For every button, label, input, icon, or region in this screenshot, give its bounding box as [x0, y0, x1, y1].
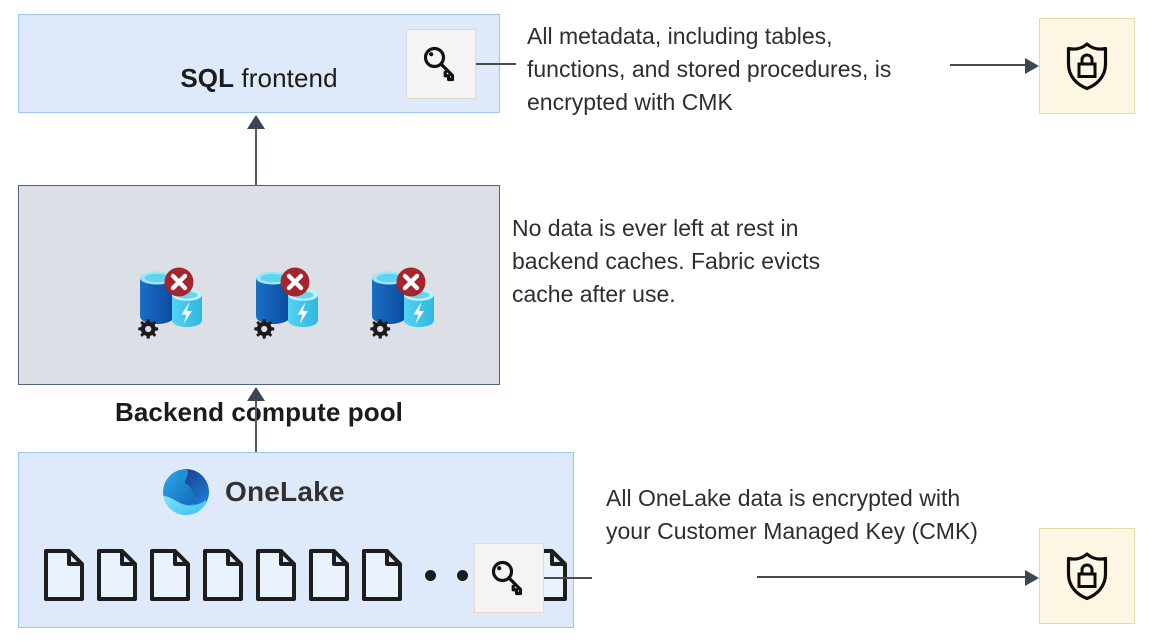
file-icon	[362, 549, 402, 601]
onelake-to-backend-line	[255, 400, 257, 452]
shield-lock-icon	[1066, 42, 1108, 91]
compute-node-icon	[244, 262, 330, 342]
onelake-shield-arrowhead	[1025, 570, 1039, 586]
database-cache-evicted-icon	[254, 267, 318, 339]
sql-key-connector-line	[476, 63, 516, 65]
file-icon	[97, 549, 137, 601]
onelake-brand: OneLake	[160, 466, 345, 518]
sql-frontend-title-strong: SQL	[180, 63, 235, 93]
key-notch-dot	[429, 52, 434, 57]
database-cache-evicted-icon	[370, 267, 434, 339]
ellipsis-dot	[457, 569, 468, 581]
file-icon	[203, 549, 243, 601]
onelake-key-connector-line	[544, 577, 592, 579]
sql-frontend-title-rest: frontend	[234, 63, 338, 93]
shield-box-bottom	[1039, 528, 1135, 624]
backend-to-sql-arrowhead	[247, 115, 265, 129]
onelake-file-row	[42, 548, 569, 602]
onelake-key-chip[interactable]	[474, 543, 544, 613]
sql-shield-arrowhead	[1025, 58, 1039, 74]
file-icon	[309, 549, 349, 601]
backend-compute-pool-title: Backend compute pool	[114, 397, 404, 427]
file-icon	[44, 549, 84, 601]
sql-shield-connector-line	[950, 64, 1026, 66]
annotation-metadata-cmk: All metadata, including tables, function…	[527, 23, 892, 115]
compute-node-row	[128, 262, 446, 342]
onelake-logo-icon	[163, 469, 209, 515]
onelake-shield-connector-line	[757, 576, 1026, 578]
sql-key-chip[interactable]	[406, 29, 476, 99]
ellipsis-dot	[425, 569, 436, 581]
backend-to-sql-line	[255, 128, 257, 185]
shield-lock-icon	[1066, 552, 1108, 601]
key-icon	[423, 46, 455, 82]
database-cache-evicted-icon	[138, 267, 202, 339]
annotation-no-data-at-rest: No data is ever left at rest in backend …	[512, 215, 821, 307]
compute-node-icon	[128, 262, 214, 342]
file-icon	[150, 549, 190, 601]
annotation-onelake-cmk: All OneLake data is encrypted with your …	[606, 485, 978, 544]
compute-node-icon	[360, 262, 446, 342]
onelake-to-backend-arrowhead	[247, 387, 265, 401]
sql-frontend-title: SQL frontend	[19, 63, 499, 94]
shield-box-top	[1039, 18, 1135, 114]
file-icon	[256, 549, 296, 601]
key-icon	[491, 560, 523, 596]
key-notch-dot	[497, 566, 502, 571]
onelake-brand-label: OneLake	[225, 476, 345, 507]
